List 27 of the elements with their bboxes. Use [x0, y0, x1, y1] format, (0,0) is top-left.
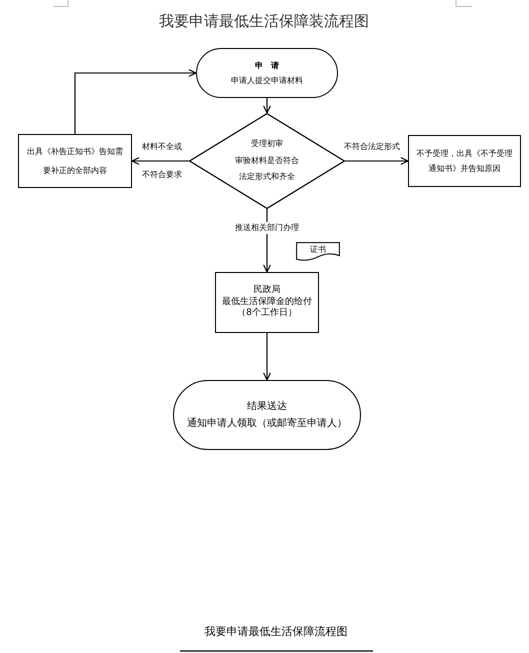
arrow	[263, 98, 271, 114]
decision-diamond	[189, 113, 345, 209]
node-text: 通知申请人领取（或邮寄至申请人）	[187, 416, 347, 431]
caption: 我要申请最低生活保障流程图	[204, 624, 348, 640]
process-box	[215, 272, 319, 333]
node-title: 申 请	[255, 60, 279, 72]
node-text: 出具《补告正知书》告知需要补正的全部内容	[26, 146, 124, 177]
arrow	[345, 157, 409, 165]
node-title: 民政局	[254, 285, 280, 296]
node-text: 证书	[310, 244, 326, 256]
edge-label: 推送相关部门办理	[233, 222, 301, 234]
node-title: 受理初审	[251, 138, 283, 150]
node-text: 申请人提交申请材料	[231, 75, 303, 87]
document-shape	[296, 242, 340, 261]
node-text: 不予受理，出具《不予受理通知书》并告知原因	[415, 148, 514, 175]
arrow	[263, 333, 271, 381]
node-text: 审验材料是否符合法定形式和齐全	[234, 154, 300, 184]
arrow	[131, 157, 189, 165]
title: 我要申请最低生活保障装流程图	[159, 11, 369, 31]
edge-label: 材料不全或不符合要求	[141, 141, 183, 181]
node-title: 结果送达	[247, 400, 287, 414]
process-box	[408, 135, 521, 187]
node-text: 最低生活保障金的给付（8个工作日）	[221, 296, 313, 320]
process-box	[18, 134, 132, 188]
arrow	[74, 69, 197, 134]
terminal-box	[196, 48, 338, 98]
edge-label: 不符合法定形式	[344, 141, 400, 153]
